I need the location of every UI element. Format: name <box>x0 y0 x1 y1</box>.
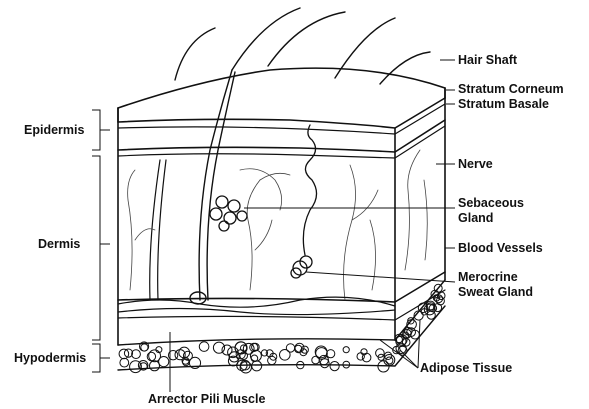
fat-cell <box>119 349 129 359</box>
label-merocrine-line-2: Sweat Gland <box>458 285 533 300</box>
label-stratum-basale: Stratum Basale <box>458 97 549 112</box>
fat-cell <box>330 362 339 371</box>
label-sebaceous-gland: Sebaceous Gland <box>458 196 524 226</box>
fat-cell <box>286 344 294 352</box>
label-stratum-corneum: Stratum Corneum <box>458 82 564 97</box>
label-merocrine-sweat-gland: Merocrine Sweat Gland <box>458 270 533 300</box>
label-sebaceous-gland-line-1: Sebaceous <box>458 196 524 211</box>
fat-cell <box>386 357 393 364</box>
fat-cells <box>119 284 445 373</box>
fat-cell <box>295 343 304 352</box>
fat-cell <box>357 353 364 360</box>
fat-cell <box>120 358 129 367</box>
epidermis-layer <box>118 68 445 158</box>
fat-cell <box>141 344 148 351</box>
label-sebaceous-gland-line-2: Gland <box>458 211 524 226</box>
fat-cell <box>376 349 385 358</box>
label-hypodermis: Hypodermis <box>14 351 86 366</box>
label-hair-shaft: Hair Shaft <box>458 53 517 68</box>
label-blood-vessels: Blood Vessels <box>458 241 543 256</box>
fat-cell <box>150 361 160 371</box>
fat-cell <box>222 345 232 355</box>
fat-cell <box>312 356 320 364</box>
hair-follicles <box>150 70 235 304</box>
label-adipose-tissue: Adipose Tissue <box>420 361 512 376</box>
fat-cell <box>343 347 349 353</box>
fat-cell <box>252 361 262 371</box>
label-arrector-pili-muscle: Arrector Pili Muscle <box>148 392 265 407</box>
sebaceous-gland <box>210 196 247 231</box>
label-merocrine-line-1: Merocrine <box>458 270 533 285</box>
fat-cell <box>159 357 169 367</box>
hair-strands <box>175 8 430 84</box>
adipose-tissue <box>118 280 445 373</box>
label-dermis: Dermis <box>38 237 80 252</box>
fat-cell <box>362 353 371 362</box>
fat-cell <box>327 350 335 358</box>
fat-cell <box>199 342 209 352</box>
label-epidermis: Epidermis <box>24 123 84 138</box>
label-nerve: Nerve <box>458 157 493 172</box>
